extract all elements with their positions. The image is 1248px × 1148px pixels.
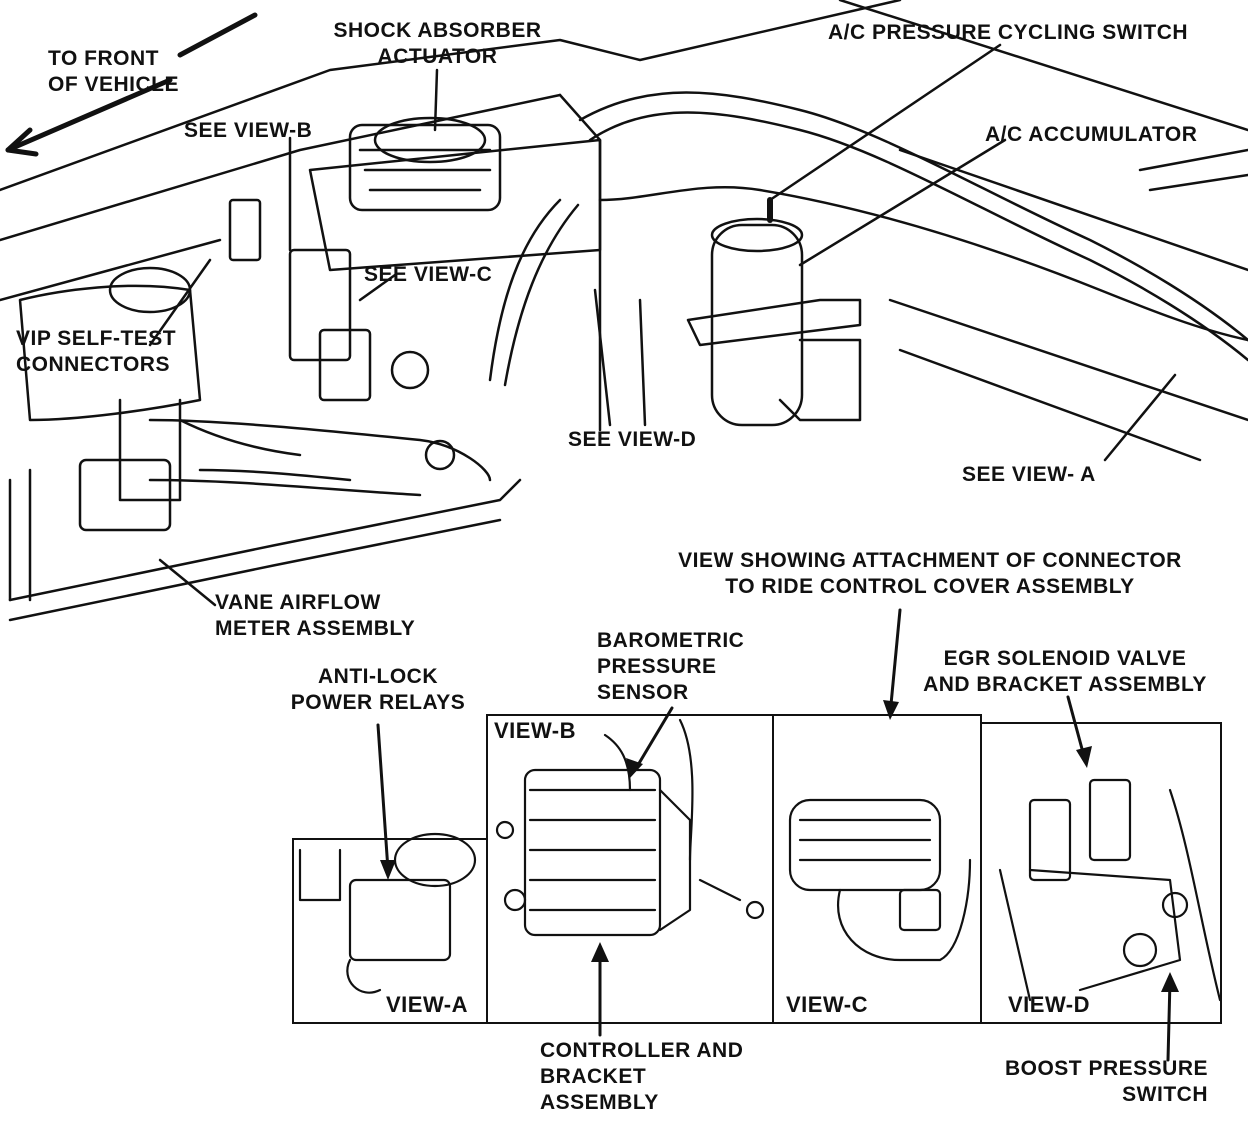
vane-airflow-meter-label: VANE AIRFLOW METER ASSEMBLY <box>215 591 416 640</box>
ride-control-cover <box>788 798 942 892</box>
inset-view-c <box>772 714 982 1024</box>
fender-outline <box>0 0 902 192</box>
front-of-vehicle-label: TO FRONT OF VEHICLE <box>48 47 180 96</box>
view-c-label: VIEW-C <box>786 992 868 1017</box>
view-b-label: VIEW-B <box>494 718 576 743</box>
inset-view-d <box>980 722 1222 1024</box>
see-view-a-label: SEE VIEW- A <box>962 463 1096 486</box>
controller-module <box>523 768 662 937</box>
controller-bracket-assembly-label: CONTROLLER AND BRACKET ASSEMBLY <box>540 1039 744 1114</box>
ac-accumulator-body <box>710 223 804 427</box>
vane-airflow-meter <box>78 458 172 532</box>
vip-self-test-connectors-label: VIP SELF-TEST CONNECTORS <box>16 327 177 376</box>
shock-absorber-actuator-body <box>348 123 502 212</box>
front-arrow <box>5 77 173 153</box>
view-d-label: VIEW-D <box>1008 992 1090 1017</box>
cowl-outline <box>558 93 602 432</box>
barometric-pressure-sensor-label: BAROMETRIC PRESSURE SENSOR <box>597 629 745 704</box>
shock-absorber-actuator-label: SHOCK ABSORBER ACTUATOR <box>333 19 542 68</box>
view-showing-attachment-label: VIEW SHOWING ATTACHMENT OF CONNECTOR TO … <box>678 549 1182 598</box>
see-view-c-label: SEE VIEW-C <box>364 263 493 286</box>
egr-solenoid-valve-label: EGR SOLENOID VALVE AND BRACKET ASSEMBLY <box>923 647 1207 696</box>
harness-drop <box>488 198 562 382</box>
inset-view-b <box>486 714 774 1024</box>
egr-solenoid <box>1028 798 1072 882</box>
see-view-b-label: SEE VIEW-B <box>184 119 313 142</box>
ac-accumulator-label: A/C ACCUMULATOR <box>985 123 1198 146</box>
anti-lock-power-relays-label: ANTI-LOCK POWER RELAYS <box>290 665 466 714</box>
air-cleaner <box>18 284 202 422</box>
air-intake-tube <box>148 418 492 482</box>
inner-fender-panel <box>308 138 602 272</box>
see-view-d-label: SEE VIEW-D <box>568 428 697 451</box>
wiring-harness-upper <box>578 91 1248 342</box>
boost-pressure-switch-label: BOOST PRESSURE SWITCH <box>1004 1057 1208 1106</box>
ac-pressure-cycling-switch-label: A/C PRESSURE CYCLING SWITCH <box>828 21 1189 44</box>
anti-lock-relay-block <box>348 878 452 962</box>
frame-rail <box>8 478 522 602</box>
wiring-harness-lower <box>598 186 1248 342</box>
view-a-label: VIEW-A <box>386 992 468 1017</box>
